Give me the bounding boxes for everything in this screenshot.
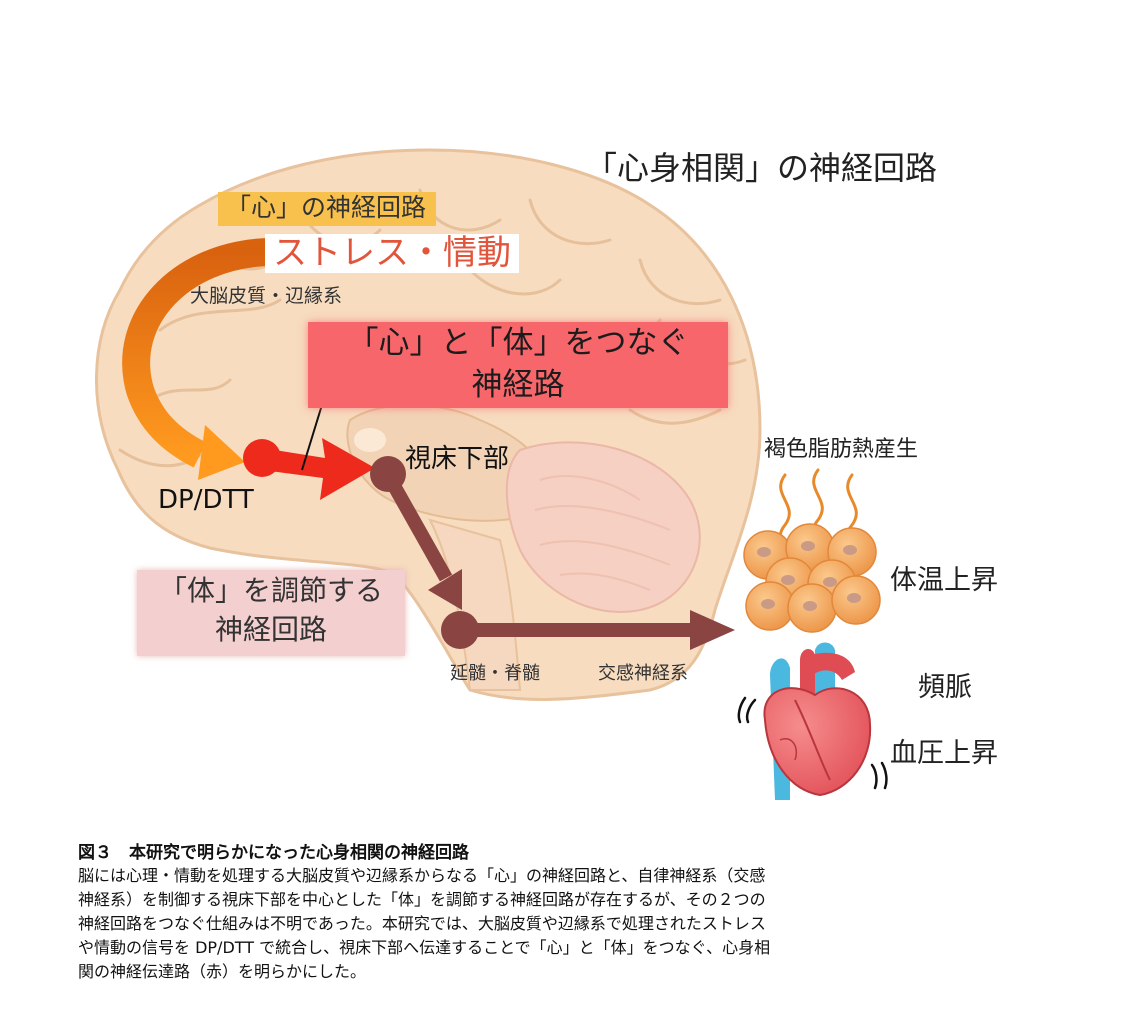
figure-caption-title: 図３ 本研究で明らかになった心身相関の神経回路 [78, 843, 469, 863]
temperature-rise-label: 体温上昇 [890, 565, 998, 596]
caption-line: 脳には心理・情動を処理する大脳皮質や辺縁系からなる「心」の神経回路と、自律神経系… [78, 866, 766, 885]
body-circuit-box [137, 570, 405, 656]
mind-circuit-arrow [122, 238, 269, 480]
body-circuit-label-line2: 神経回路 [214, 613, 327, 646]
connect-pathway-box [308, 322, 728, 408]
maroon-pathway [370, 456, 735, 650]
medulla-spinal-label: 延髄・脊髄 [450, 663, 540, 684]
cortex-limbic-label: 大脳皮質・辺縁系 [190, 285, 343, 307]
tachycardia-label: 頻脈 [918, 672, 972, 703]
diagram-artwork [95, 148, 888, 800]
sympathetic-label: 交感神経系 [598, 663, 688, 684]
blood-pressure-rise-label: 血圧上昇 [890, 738, 998, 769]
connect-pathway-label-line1: 「心」と「体」をつなぐ [347, 325, 689, 361]
hypothalamus-label: 視床下部 [405, 444, 510, 474]
stress-emotion-label: ストレス・情動 [265, 233, 519, 274]
figure-caption-body: 脳には心理・情動を処理する大脳皮質や辺縁系からなる「心」の神経回路と、自律神経系… [78, 864, 1038, 984]
dp-dtt-label: DP/DTT [158, 485, 254, 515]
body-circuit-label-line1: 「体」を調節する [158, 574, 383, 607]
brown-fat-label: 褐色脂肪熱産生 [764, 437, 919, 462]
diagram-title: 「心身相関」の神経回路 [585, 149, 938, 187]
heart-illustration [737, 642, 888, 800]
caption-line: や情動の信号を DP/DTT で統合し、視床下部へ伝達することで「心」と「体」を… [78, 938, 771, 957]
connect-pathway-label-line2: 神経路 [471, 367, 565, 403]
caption-line: 神経系）を制御する視床下部を中心とした「体」を調節する神経回路が存在するが、その… [78, 890, 766, 909]
mind-circuit-label: 「心」の神経回路 [218, 192, 437, 226]
diagram: 「心身相関」の神経回路 「心」の神経回路 ストレス・情動 大脳皮質・辺縁系 「心… [95, 148, 998, 800]
caption-line: 関の神経伝達路（赤）を明らかにした。 [78, 962, 367, 981]
brown-fat-cells [743, 523, 881, 633]
caption-line: 神経回路をつなぐ仕組みは不明であった。本研究では、大脳皮質や辺縁系で処理されたス… [78, 914, 766, 933]
brain-illustration [95, 148, 762, 701]
red-pathway [243, 438, 375, 500]
